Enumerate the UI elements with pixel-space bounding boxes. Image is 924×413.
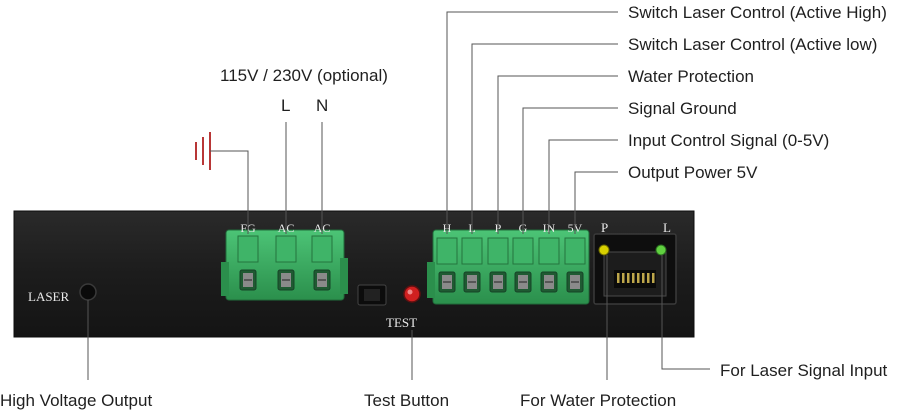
callout-leader-4 [522, 107, 618, 234]
test-button-highlight [407, 289, 413, 295]
callout-right-2: Switch Laser Control (Active low) [628, 35, 877, 54]
control-terminal-5[interactable] [538, 237, 560, 293]
line-letter-n: N [316, 96, 328, 115]
callout-leader-2 [471, 43, 618, 234]
ac-terminal-2[interactable] [275, 235, 297, 291]
control-terminal-block [427, 229, 590, 305]
callout-high-voltage-output: High Voltage Output [0, 391, 152, 410]
control-terminal-4[interactable] [512, 237, 534, 293]
leader-laser-signal [661, 255, 710, 370]
rj45-pin [652, 273, 655, 283]
led-yellow [598, 244, 610, 256]
callout-right-1: Switch Laser Control (Active High) [628, 3, 887, 22]
callout-laser-signal-input: For Laser Signal Input [720, 361, 888, 380]
callout-leader-1 [446, 11, 618, 234]
callout-right-6: Output Power 5V [628, 163, 758, 182]
callout-water-protection: For Water Protection [520, 391, 676, 410]
rj45-label-l: L [663, 220, 671, 235]
ground-icon [195, 132, 211, 170]
rj45-pin [622, 273, 625, 283]
led-green [655, 244, 667, 256]
rj45-pin [617, 273, 620, 283]
rj45-pin [637, 273, 640, 283]
control-terminal-1[interactable] [436, 237, 458, 293]
laser-label: LASER [28, 289, 70, 304]
callout-leader-6 [574, 171, 618, 234]
callout-leader-3 [497, 75, 618, 234]
rj45-pin [627, 273, 630, 283]
callout-right-3: Water Protection [628, 67, 754, 86]
ac-terminal-1[interactable] [237, 235, 259, 291]
ac-terminal-3[interactable] [311, 235, 333, 291]
line-letter-l: L [281, 96, 290, 115]
control-terminal-3[interactable] [487, 237, 509, 293]
rj45-pin [632, 273, 635, 283]
callout-leader-5 [548, 139, 618, 234]
high-voltage-jack [79, 283, 97, 301]
rj45-label-p: P [601, 220, 608, 235]
ac-terminal-block [221, 229, 348, 301]
rj45-port [593, 233, 677, 305]
control-terminal-6[interactable] [564, 237, 586, 293]
callout-test-button: Test Button [364, 391, 449, 410]
rj45-pin [642, 273, 645, 283]
control-terminal-2[interactable] [461, 237, 483, 293]
callout-right-5: Input Control Signal (0-5V) [628, 131, 829, 150]
ground-leader [210, 150, 249, 234]
test-label: TEST [386, 315, 417, 330]
device-panel [13, 210, 695, 338]
voltage-note: 115V / 230V (optional) [220, 66, 388, 85]
callout-right-4: Signal Ground [628, 99, 737, 118]
rj45-pin [647, 273, 650, 283]
test-button[interactable] [403, 285, 421, 303]
